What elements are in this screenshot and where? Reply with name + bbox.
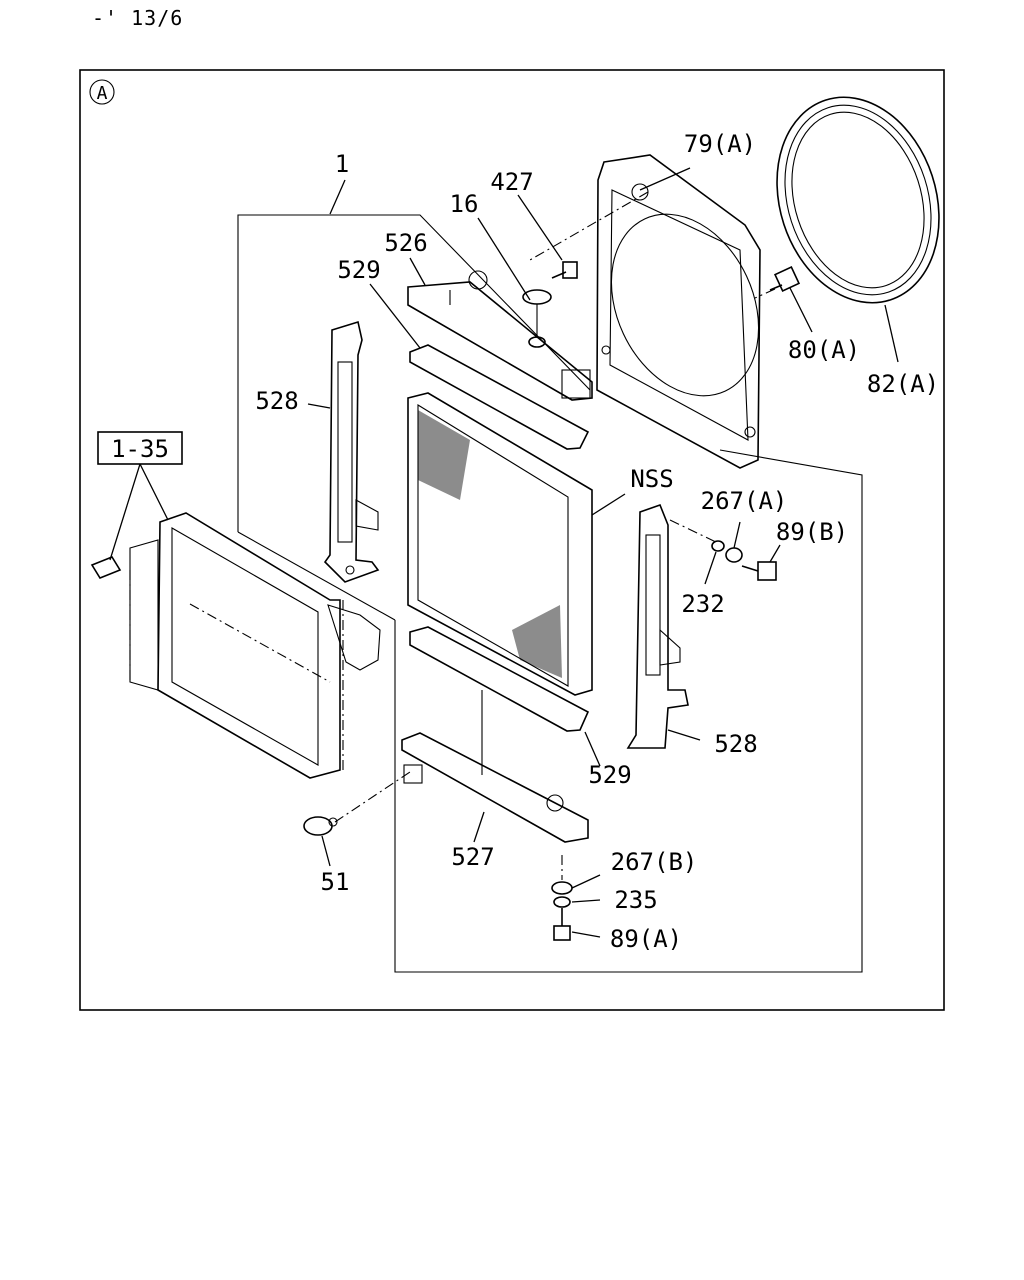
label-part-89a: 89(A)	[610, 925, 682, 953]
svg-text:A: A	[97, 83, 108, 104]
label-part-529-top: 529	[337, 256, 380, 284]
fan-shroud	[596, 154, 761, 469]
left-side-bracket	[323, 320, 380, 583]
bottom-gasket	[409, 626, 590, 732]
label-part-82a: 82(A)	[867, 370, 939, 398]
bolt-89b	[741, 561, 777, 581]
label-part-267b: 267(B)	[611, 848, 698, 876]
assembly-bracket-bottom	[394, 449, 863, 973]
svg-text:1-35: 1-35	[111, 435, 169, 463]
label-part-16: 16	[450, 190, 479, 218]
bolt-89a	[553, 908, 571, 941]
label-part-526: 526	[384, 229, 427, 257]
radiator-cap	[522, 289, 552, 348]
stud-427	[551, 261, 578, 279]
label-part-267a: 267(A)	[701, 487, 788, 515]
group-box: 1-35	[97, 431, 183, 561]
washer-267b	[551, 881, 573, 895]
section-marker: A	[89, 79, 115, 105]
label-part-529-bottom: 529	[588, 761, 631, 789]
label-part-528-left: 528	[255, 387, 298, 415]
page-code: -' 13/6	[92, 6, 184, 30]
label-part-427: 427	[490, 168, 533, 196]
bolt-80a	[769, 265, 801, 293]
washer-232	[711, 540, 725, 552]
label-nss: NSS	[630, 465, 673, 493]
radiator-assembly	[90, 512, 381, 779]
label-part-89b: 89(B)	[776, 518, 848, 546]
top-tank	[407, 270, 593, 401]
bottom-tank	[401, 690, 589, 843]
label-part-79a: 79(A)	[684, 130, 756, 158]
drain-cock	[303, 816, 338, 836]
diagram-frame	[79, 69, 945, 1011]
fan-ring	[776, 96, 940, 304]
label-part-527: 527	[451, 843, 494, 871]
label-part-232: 232	[681, 590, 724, 618]
label-part-80a: 80(A)	[788, 336, 860, 364]
label-part-528-right: 528	[714, 730, 757, 758]
washer-235	[553, 896, 571, 908]
washer-267a	[725, 547, 743, 563]
radiator-core	[407, 392, 593, 696]
label-part-235: 235	[614, 886, 657, 914]
label-part-1: 1	[335, 150, 349, 178]
label-part-51: 51	[321, 868, 350, 896]
assembly-bracket-top	[237, 214, 591, 532]
top-gasket	[409, 344, 590, 450]
right-side-bracket	[626, 503, 689, 749]
